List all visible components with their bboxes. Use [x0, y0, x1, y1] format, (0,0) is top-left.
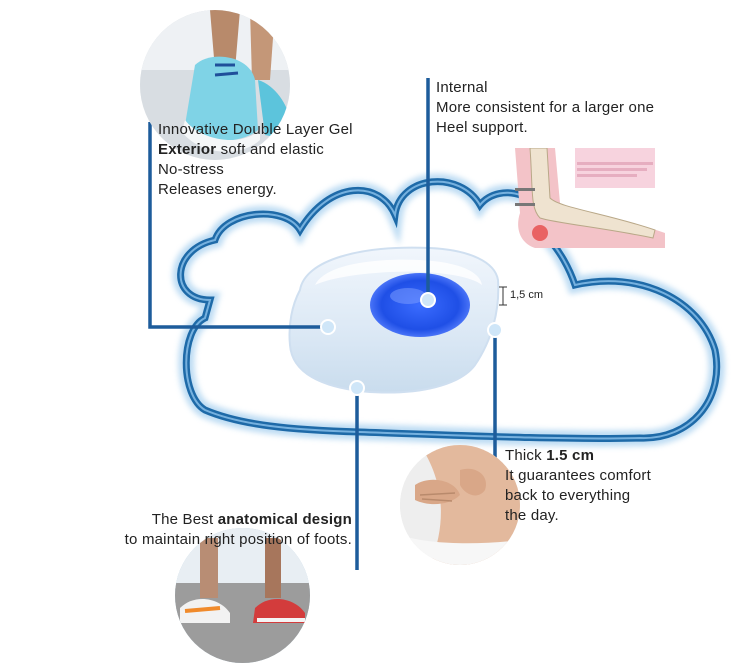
callout-thickness-line3: back to everything — [505, 487, 631, 504]
callout-thickness-bold: 1.5 cm — [546, 447, 595, 464]
callout-exterior-line2: soft and elastic — [216, 141, 324, 158]
dimension-label: 1,5 cm — [510, 289, 544, 301]
callout-exterior-line4: Releases energy. — [158, 181, 277, 198]
back-pain-photo — [400, 445, 520, 565]
connector-dots — [320, 292, 503, 396]
callout-thickness-line2: It guarantees comfort — [505, 467, 651, 484]
dimension-marker — [499, 286, 507, 306]
callout-thickness: Thick 1.5 cm It guarantees comfort back … — [505, 446, 651, 526]
heel-cup — [288, 246, 500, 394]
gel-insert — [370, 273, 470, 337]
callout-internal-line3: Heel support. — [436, 119, 528, 136]
callout-thickness-line4: the day. — [505, 507, 559, 524]
callout-anatomical-bold: anatomical design — [217, 511, 352, 528]
callout-anatomical-line2: to maintain right position of foots. — [124, 531, 352, 548]
callout-internal-line1: Internal — [436, 79, 488, 96]
callout-thickness-plain: Thick — [505, 447, 547, 464]
callout-internal-line2: More consistent for a larger one — [436, 99, 655, 116]
running-shoe-photo — [140, 10, 290, 160]
callout-anatomical: The Best anatomical design to maintain r… — [100, 510, 352, 550]
callout-exterior-bold: Exterior — [158, 141, 217, 158]
callout-exterior: Innovative Double Layer Gel Exterior sof… — [158, 120, 353, 200]
callout-anatomical-plain: The Best — [151, 511, 218, 528]
callout-exterior-line1: Innovative Double Layer Gel — [158, 121, 353, 138]
callout-exterior-line3: No-stress — [158, 161, 224, 178]
heel-anatomy-illustration — [515, 148, 670, 248]
sneakers-photo — [175, 528, 310, 663]
callout-internal: Internal More consistent for a larger on… — [436, 78, 654, 138]
